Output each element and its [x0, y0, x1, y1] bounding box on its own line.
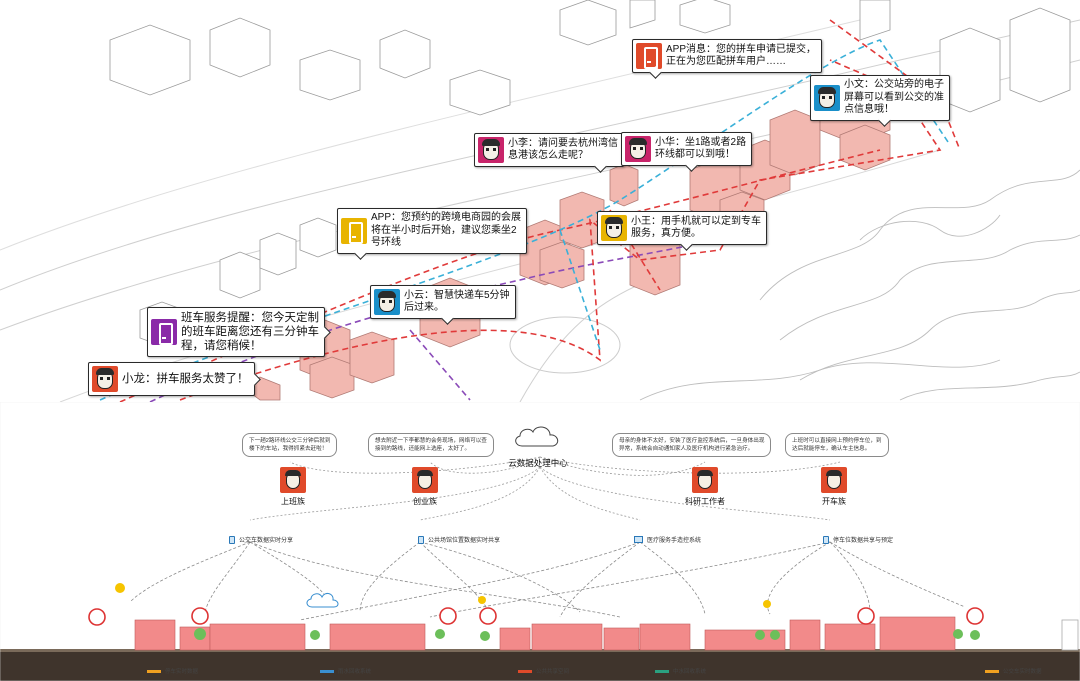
section-links: [129, 541, 966, 621]
legend-swatch: [518, 669, 532, 673]
monitor-icon: [634, 536, 643, 543]
persona-entrepreneur-avatar: [412, 467, 438, 493]
callout-xiaowang: 小王：用手机就可以定到专车 服务，真方便。: [597, 211, 767, 245]
callout-xiaowen: 小文：公交站旁的电子 屏幕可以看到公交的准 点信息哦！: [810, 75, 950, 121]
callout-text: APP：您预约的跨境电商园的会展 将在半小时后开始，建议您乘坐2 号环线: [371, 212, 522, 248]
channel-medical-system: 医疗服务手造控系统: [634, 535, 701, 544]
callout-xiaoli: 小李：请问要去杭州湾信 息港该怎么走呢？: [474, 133, 624, 167]
persona-bubble-entrepreneur: 想去附近一下李都慧的会务现场，网络可以查 接到的路线，还能网上选座，太好了。: [368, 433, 494, 457]
persona-researcher-avatar: [692, 467, 718, 493]
cloud-icon: [515, 426, 559, 447]
persona-commuter-avatar: [280, 467, 306, 493]
phone-icon: [341, 217, 367, 244]
landscape-contours: [639, 169, 1080, 401]
network-links: [249, 456, 841, 521]
ground-slab: [0, 649, 1080, 681]
callout-text: 小李：请问要去杭州湾信 息港该怎么走呢？: [508, 137, 618, 162]
callout-text: 小龙：拼车服务太赞了！: [122, 373, 249, 385]
persona-researcher-label: 科研工作者: [685, 497, 725, 506]
data-network-section: [0, 402, 1080, 681]
no-parking-icons: [88, 607, 984, 626]
legend-swatch: [320, 669, 334, 673]
persona-bubble-researcher: 母亲的身体不太好，安装了医疗监控系统后，一旦身体出现 异常，系统会自动通知家人及…: [612, 433, 772, 457]
phone-icon: [418, 535, 424, 544]
channel-venue-data: 公共场馆位置数据实时共享: [418, 535, 500, 544]
persona-entrepreneur-label: 创业族: [413, 497, 437, 506]
persona-commuter-label: 上班族: [281, 497, 305, 506]
callout-shuttle-reminder: 班车服务提醒：您今天定制 的班车距离您还有三分钟车 程，请您稍候！: [147, 307, 325, 357]
legend-swatch: [985, 669, 999, 673]
persona-bubble-driver: 上班时可以直接网上预约停车位，到 达后就能停车，确认车主信息。: [785, 433, 889, 457]
phone-icon: [636, 43, 662, 69]
person-avatar-icon: [601, 215, 627, 241]
callout-text: 小文：公交站旁的电子 屏幕可以看到公交的准 点信息哦！: [844, 79, 944, 115]
legend-swatch: [147, 669, 161, 673]
legend-bus-data: 公交车实时数据: [985, 667, 1042, 675]
callout-app-carpool: APP消息：您的拼车申请已提交， 正在为您匹配拼车用户……: [632, 39, 823, 73]
persona-driver-label: 开车族: [822, 497, 846, 506]
persona-driver-avatar: [821, 467, 847, 493]
phone-icon: [229, 535, 235, 544]
channel-parking-data: 停车位数据共享与预定: [823, 535, 893, 544]
phone-icon: [823, 535, 829, 544]
person-avatar-icon: [625, 136, 651, 162]
persona-bubble-commuter: 下一趟2路环线公交三分钟后就到 楼下的车站，我得抓紧去赶啦！: [242, 433, 338, 457]
person-avatar-icon: [374, 289, 400, 315]
callout-app-expo: APP：您预约的跨境电商园的会展 将在半小时后开始，建议您乘坐2 号环线: [337, 208, 528, 254]
callout-text: APP消息：您的拼车申请已提交， 正在为您匹配拼车用户……: [666, 43, 817, 68]
callout-text: 小华：坐1路或者2路 环线都可以到哦！: [655, 136, 747, 161]
callout-text: 小王：用手机就可以定到专车 服务，真方便。: [631, 215, 761, 240]
callout-xiaolong: 小龙：拼车服务太赞了！: [88, 362, 255, 396]
callout-xiaoyun: 小云：智慧快递车5分钟 后过来。: [370, 285, 516, 319]
person-avatar-icon: [814, 84, 840, 111]
channel-bus-data: 公交车数据实时分享: [229, 535, 293, 544]
legend-greywater: 中水回收系统: [655, 667, 706, 675]
section-trees: [194, 628, 980, 641]
callout-xiaohua: 小华：坐1路或者2路 环线都可以到哦！: [621, 132, 753, 166]
sun-icons: [115, 583, 771, 608]
person-avatar-icon: [92, 366, 118, 392]
phone-icon: [151, 319, 177, 345]
rain-cloud-icon: [306, 592, 339, 608]
cloud-center-label: 云数据处理中心: [508, 458, 568, 468]
section-buildings: [134, 616, 956, 651]
legend-rainwater: 雨水回收系统: [320, 667, 371, 675]
callout-text: 班车服务提醒：您今天定制 的班车距离您还有三分钟车 程，请您稍候！: [181, 312, 319, 352]
person-avatar-icon: [478, 137, 504, 163]
legend-parking-data: 停车实时数据: [147, 667, 198, 675]
legend-public-space: 公共共享空间: [518, 667, 569, 675]
callout-text: 小云：智慧快递车5分钟 后过来。: [404, 289, 510, 314]
legend-swatch: [655, 669, 669, 673]
